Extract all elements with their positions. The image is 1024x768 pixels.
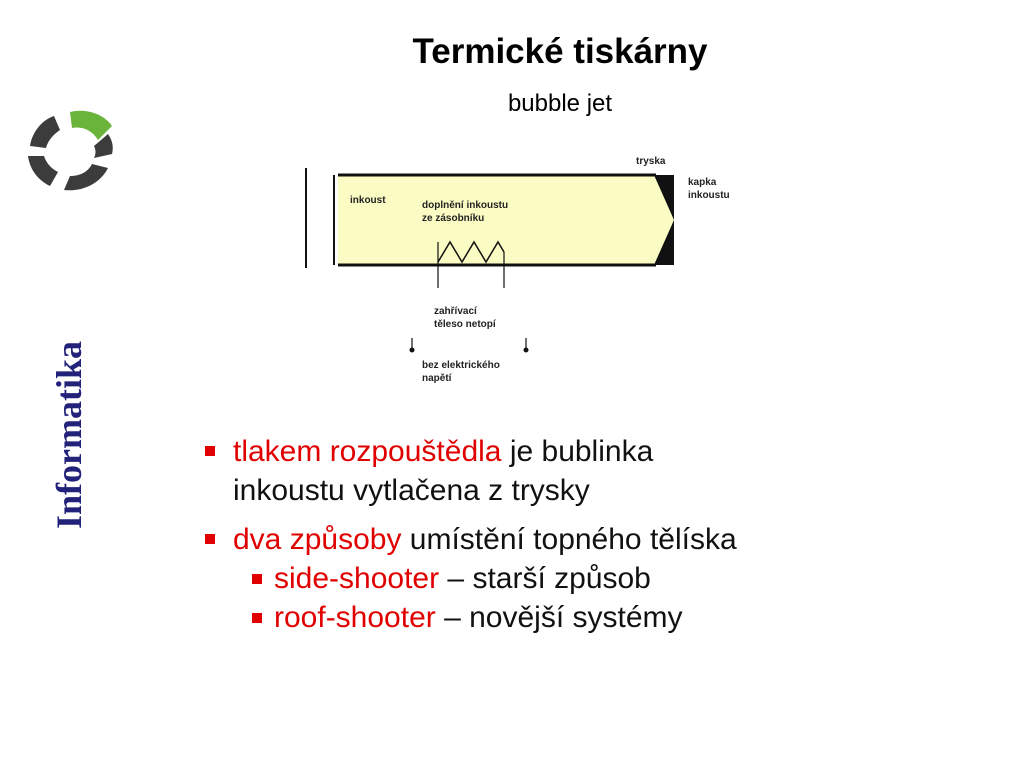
terminal-right-dot bbox=[523, 347, 529, 353]
bullet-square-icon bbox=[205, 446, 215, 456]
heater-label-line1: zahřívací bbox=[434, 306, 478, 317]
bullet-highlight: tlakem rozpouštědla bbox=[233, 435, 502, 468]
sub-bullet-square-icon bbox=[252, 574, 262, 584]
nozzle-bottom bbox=[654, 220, 674, 265]
bubble-jet-diagram: inkoust doplnění inkoustu ze zásobníku t… bbox=[305, 156, 730, 384]
subject-label-text: Informatika bbox=[49, 341, 89, 529]
bullet-text: umístění topného tělíska bbox=[401, 523, 737, 556]
power-label-line1: bez elektrického bbox=[422, 360, 500, 371]
nozzle-top bbox=[654, 175, 674, 220]
bullet-highlight: dva způsoby bbox=[233, 523, 402, 556]
sub-bullet-square-icon bbox=[252, 613, 262, 623]
drop-label-line2: inkoustu bbox=[688, 190, 730, 201]
sub-bullet-text: – starší způsob bbox=[439, 562, 651, 595]
bullet-item: dva způsoby umístění topného tělíska bbox=[200, 520, 1000, 559]
refill-label-line2: ze zásobníku bbox=[422, 213, 484, 224]
terminal-left-dot bbox=[409, 347, 415, 353]
recycle-logo-icon bbox=[28, 110, 113, 191]
sub-bullet-highlight: side-shooter bbox=[274, 562, 440, 595]
sub-bullet-highlight: roof-shooter bbox=[274, 601, 436, 634]
sub-bullet-item: side-shooter – starší způsob bbox=[200, 559, 1000, 598]
sub-bullet-text: – novější systémy bbox=[435, 601, 683, 634]
bullet-list: tlakem rozpouštědla je bublinka inkoustu… bbox=[200, 432, 1000, 637]
vertical-subject-label: Informatika bbox=[44, 330, 94, 540]
slide-subtitle: bubble jet bbox=[507, 90, 613, 117]
bullet-text: je bublinka bbox=[501, 435, 654, 468]
bullet-item: tlakem rozpouštědla je bublinka inkoustu… bbox=[200, 432, 1000, 510]
ink-chamber bbox=[338, 175, 674, 265]
ink-label: inkoust bbox=[350, 195, 386, 206]
heating-element bbox=[437, 240, 505, 264]
heater-label-line2: těleso netopí bbox=[434, 319, 497, 330]
refill-label-line1: doplnění inkoustu bbox=[422, 200, 508, 211]
sub-bullet-item: roof-shooter – novější systémy bbox=[200, 598, 1000, 637]
bullet-text-continued: inkoustu vytlačena z trysky bbox=[233, 474, 590, 507]
slide-title: Termické tiskárny bbox=[412, 32, 708, 71]
power-label-line2: napětí bbox=[422, 373, 453, 384]
bullet-square-icon bbox=[205, 534, 215, 544]
drop-label-line1: kapka bbox=[688, 177, 717, 188]
nozzle-label: tryska bbox=[636, 156, 666, 167]
